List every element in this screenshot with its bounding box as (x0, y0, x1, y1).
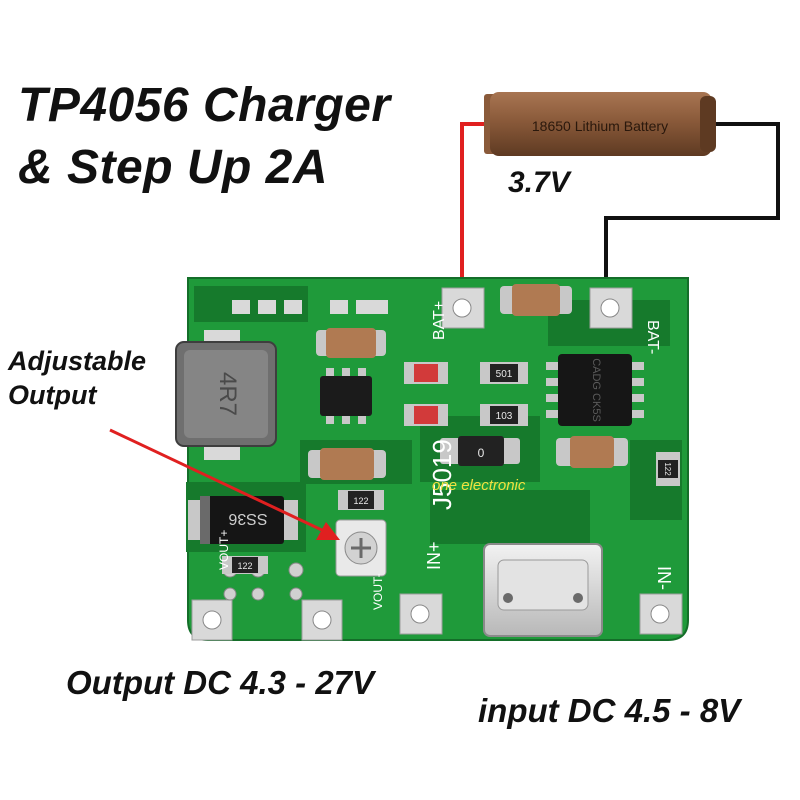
capacitors (308, 284, 628, 480)
vout-plus-silk: VOUT+ (217, 530, 231, 570)
battery-icon: 18650 Lithium Battery (484, 92, 716, 156)
diode-marking: SS36 (228, 510, 267, 527)
input-spec-label: input DC 4.5 - 8V (478, 692, 741, 729)
arrow-icon (109, 428, 340, 540)
in-plus-silk: IN+ (424, 541, 444, 570)
smd-pads (232, 300, 388, 314)
in-minus-silk: IN- (654, 566, 674, 590)
in-plus-pad (399, 593, 443, 635)
micro-usb-connector (483, 543, 603, 637)
resistor-center-marking: 0 (478, 446, 485, 460)
title-line-1: TP4056 Charger (18, 79, 391, 132)
charger-ic-marking: CADG CK5S (590, 358, 602, 422)
callout-line-2: Output (8, 380, 97, 410)
model-silk: J5019 (427, 439, 457, 510)
resistor-b-marking: 103 (496, 411, 513, 422)
bat-minus-pad (589, 287, 633, 329)
in-minus-pad (639, 593, 683, 635)
callout-line-1: Adjustable (8, 346, 147, 376)
vout-minus-pad (301, 599, 343, 641)
brand-watermark: one electronic (432, 477, 526, 494)
schottky-diode: SS36 (188, 496, 298, 544)
battery-voltage: 3.7V (508, 166, 570, 199)
bat-plus-pad (441, 287, 485, 329)
bat-minus-silk: BAT- (644, 320, 661, 354)
bat-plus-silk: BAT+ (431, 301, 448, 340)
inductor: 4R7 (175, 330, 277, 460)
boost-ic (320, 368, 372, 424)
resistor-e-marking: 122 (663, 462, 672, 476)
resistor-d-marking: 122 (237, 561, 252, 571)
resistors: 501 103 0 122 122 122 (222, 362, 680, 574)
title-line-2: & Step Up 2A (18, 141, 329, 194)
potentiometer (335, 519, 387, 577)
inductor-marking: 4R7 (214, 372, 241, 416)
battery-label: 18650 Lithium Battery (532, 118, 668, 134)
vout-minus-silk: VOUT- (371, 573, 385, 610)
negative-wire (604, 122, 780, 300)
positive-wire (460, 122, 492, 300)
output-spec-label: Output DC 4.3 - 27V (66, 664, 375, 701)
resistor-a-marking: 501 (496, 369, 513, 380)
charger-ic: CADG CK5S (546, 354, 644, 426)
vout-plus-pad (191, 599, 233, 641)
resistor-c-marking: 122 (353, 496, 368, 506)
